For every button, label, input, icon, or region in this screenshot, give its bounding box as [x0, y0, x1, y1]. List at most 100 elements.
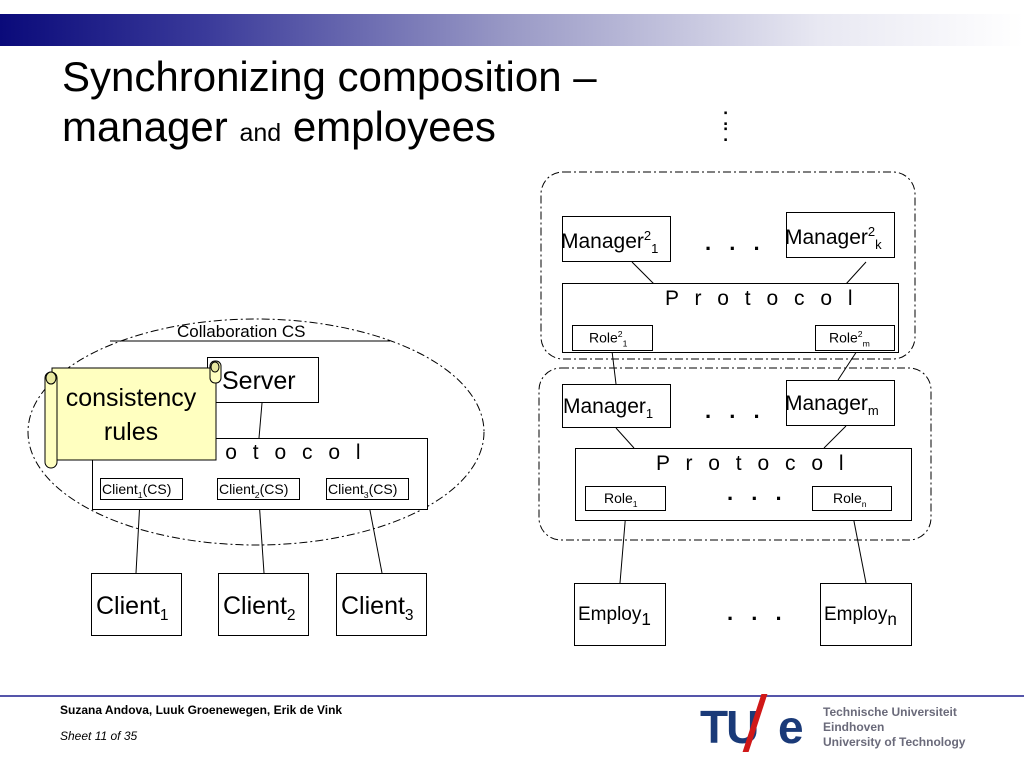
- server-box: Server: [207, 357, 319, 403]
- role2-m-sub: m: [862, 338, 870, 349]
- manager-m-base: Manager: [785, 392, 868, 415]
- slide-title: Synchronizing composition – manager and …: [62, 52, 597, 158]
- upper-protocol-label: P r o t o c o l: [665, 287, 858, 310]
- title-manager: manager: [62, 103, 240, 150]
- lower-left-manager-link: [615, 427, 635, 449]
- lower-managers-ellipsis: . . .: [705, 398, 766, 423]
- manager-m-sub: m: [867, 403, 879, 419]
- manager2-1-box: Manager21: [561, 216, 671, 262]
- employ-1-box: Employ1: [574, 583, 666, 646]
- client-role-1-sub: 1: [137, 489, 143, 500]
- role21-manager1-link: [611, 350, 617, 385]
- role1-employ1-link: [619, 510, 627, 584]
- client-1-sub: 1: [159, 607, 169, 624]
- client-box-2: Client2: [218, 573, 309, 636]
- employ-1-sub: 1: [641, 609, 651, 629]
- roles-ellipsis: . . .: [727, 480, 788, 505]
- manager2-1-sup: 2: [643, 228, 652, 243]
- client2-link: [258, 499, 265, 574]
- collaboration-ellipse: [27, 318, 485, 546]
- tue-logo-e: e: [778, 701, 804, 753]
- title-line-1: Synchronizing composition –: [62, 53, 597, 100]
- role2-m-sup: 2: [857, 329, 863, 339]
- role2-1-sup: 2: [617, 329, 623, 339]
- role2-m-box: Role2m: [815, 325, 895, 351]
- role2-1-base: Role: [589, 329, 618, 346]
- server-label: Server: [222, 367, 296, 395]
- consistency-rules-note: consistency rules: [44, 360, 222, 470]
- client-role-2-suffix: (CS): [259, 481, 289, 497]
- client-role-3: Client3(CS): [326, 478, 409, 500]
- role2-1-box: Role21: [572, 325, 653, 351]
- left-protocol-label: P r o t o c o l: [173, 441, 366, 464]
- manager-m-box: Managerm: [785, 380, 895, 426]
- footer-divider: [0, 695, 1024, 697]
- role-1-sub: 1: [632, 498, 638, 509]
- employ-n-sub: n: [887, 609, 897, 629]
- client-role-2-base: Client: [219, 481, 255, 497]
- client1-link: [135, 499, 141, 574]
- client-role-3-suffix: (CS): [368, 481, 398, 497]
- role-n-base: Role: [833, 490, 862, 506]
- client-box-3: Client3: [336, 573, 427, 636]
- rolen-employn-link: [851, 510, 867, 584]
- tue-logo-text: Technische Universiteit Eindhoven Univer…: [823, 705, 965, 750]
- client-box-1: Client1: [91, 573, 182, 636]
- manager2-k-box: Manager2k: [785, 212, 895, 258]
- employ-1-base: Employ: [578, 604, 642, 625]
- manager-1-box: Manager1: [562, 384, 671, 428]
- tue-logo-line-3: University of Technology: [823, 735, 966, 749]
- tue-logo-line-2: Eindhoven: [823, 720, 885, 734]
- lower-right-manager-link: [823, 425, 847, 449]
- role-1-box: Role1: [585, 486, 666, 511]
- upper-right-manager-link: [845, 261, 867, 285]
- title-line-2: manager and employees: [62, 102, 597, 158]
- manager2-1-base: Manager: [561, 230, 644, 253]
- upper-managers-ellipsis: . . .: [705, 230, 766, 255]
- upper-left-manager-link: [631, 261, 655, 285]
- role-n-sub: n: [861, 498, 867, 509]
- manager2-1-sub: 1: [651, 241, 659, 257]
- role2m-managerm-link: [837, 350, 858, 381]
- client-role-1: Client1(CS): [100, 478, 183, 500]
- client-role-3-base: Client: [328, 481, 364, 497]
- client-3-base: Client: [341, 592, 405, 620]
- role2-m-base: Role: [829, 329, 858, 346]
- client-3-sub: 3: [404, 607, 414, 624]
- employ-n-box: Employn: [820, 583, 912, 646]
- title-employees: employees: [281, 103, 496, 150]
- client-1-base: Client: [96, 592, 160, 620]
- title-banner: [0, 14, 1024, 46]
- employ-n-base: Employ: [824, 604, 888, 625]
- role-1-base: Role: [604, 490, 633, 506]
- client-role-2-sub: 2: [254, 489, 260, 500]
- manager2-k-sup: 2: [867, 224, 876, 239]
- manager2-k-base: Manager: [785, 226, 868, 249]
- manager2-k-sub: k: [875, 237, 882, 253]
- client-2-sub: 2: [286, 607, 296, 624]
- client-role-2: Client2(CS): [217, 478, 300, 500]
- employees-ellipsis: . . .: [727, 600, 788, 625]
- manager-1-sub: 1: [645, 406, 654, 422]
- manager-1-base: Manager: [563, 395, 646, 418]
- role-n-box: Rolen: [812, 486, 892, 511]
- client-role-1-suffix: (CS): [142, 481, 172, 497]
- title-and: and: [239, 119, 282, 147]
- lower-protocol-label: P r o t o c o l: [656, 452, 849, 475]
- footer-authors: Suzana Andova, Luuk Groenewegen, Erik de…: [60, 703, 343, 717]
- tue-logo-line-1: Technische Universiteit: [823, 705, 957, 719]
- scroll-shape: [44, 360, 222, 469]
- client-role-1-base: Client: [102, 481, 138, 497]
- client-role-3-sub: 3: [363, 489, 369, 500]
- vertical-ellipsis: : :: [722, 101, 730, 147]
- collaboration-label: Collaboration CS: [177, 322, 306, 341]
- footer-sheet-number: Sheet 11 of 35: [60, 729, 138, 743]
- consistency-line-1: consistency: [65, 384, 197, 412]
- upper-manager-region: [540, 171, 916, 360]
- server-protocol-link: [258, 402, 263, 439]
- consistency-line-2: rules: [103, 418, 159, 446]
- role2-1-sub: 1: [622, 338, 628, 349]
- client3-link: [367, 499, 383, 574]
- client-2-base: Client: [223, 592, 287, 620]
